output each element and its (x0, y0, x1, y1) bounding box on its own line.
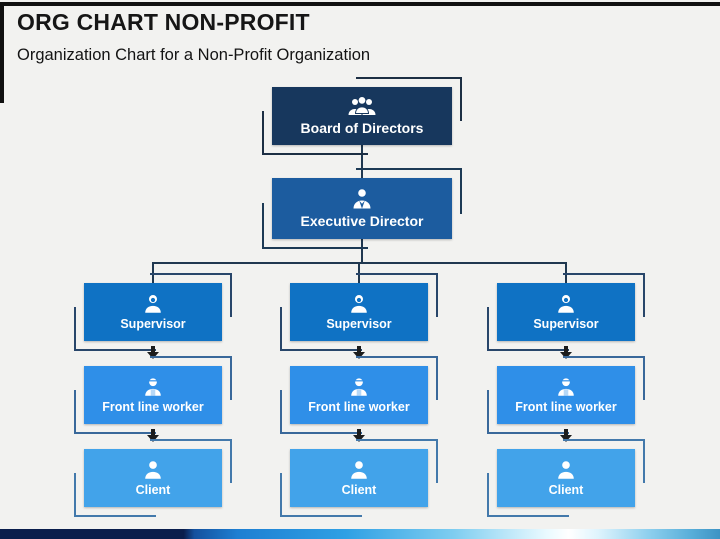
connector-line (152, 262, 154, 283)
node-label: Board of Directors (300, 119, 424, 136)
person-bust-icon (351, 460, 367, 479)
top-edge-bar (0, 2, 720, 6)
person-bust-icon (145, 294, 161, 313)
person-bust-icon (558, 460, 574, 479)
down-arrow-icon (145, 346, 161, 359)
front-line-worker-node: Front line worker (280, 356, 438, 434)
page-title: ORG CHART NON-PROFIT (17, 9, 310, 35)
person-worker-icon (558, 378, 574, 396)
front-line-worker-node: Front line worker (74, 356, 232, 434)
person-bust-icon (351, 294, 367, 313)
node-label: Executive Director (300, 213, 424, 230)
board-of-directors-node: Board of Directors (262, 77, 462, 155)
node-label: Front line worker (102, 399, 204, 414)
client-node: Client (74, 439, 232, 517)
node-label: Client (341, 482, 377, 497)
connector-line (361, 239, 363, 263)
node-label: Supervisor (120, 316, 186, 331)
node-label: Front line worker (308, 399, 410, 414)
footer-accent-bar (0, 529, 720, 539)
executive-director-node: Executive Director (262, 168, 462, 249)
node-label: Supervisor (326, 316, 392, 331)
supervisor-node: Supervisor (487, 273, 645, 351)
node-label: Client (135, 482, 171, 497)
connector-line (565, 262, 567, 283)
person-worker-icon (145, 378, 161, 396)
left-edge-bar (0, 2, 4, 103)
connector-line (361, 145, 363, 178)
person-bust-icon (558, 294, 574, 313)
down-arrow-icon (351, 429, 367, 442)
supervisor-node: Supervisor (74, 273, 232, 351)
node-label: Front line worker (515, 399, 617, 414)
node-label: Supervisor (533, 316, 599, 331)
front-line-worker-node: Front line worker (487, 356, 645, 434)
client-node: Client (487, 439, 645, 517)
people-group-icon (348, 96, 376, 115)
down-arrow-icon (351, 346, 367, 359)
down-arrow-icon (145, 429, 161, 442)
person-tie-icon (353, 189, 371, 209)
page-subtitle: Organization Chart for a Non-Profit Orga… (17, 46, 371, 64)
down-arrow-icon (558, 429, 574, 442)
connector-line (358, 262, 360, 283)
node-label: Client (548, 482, 584, 497)
person-bust-icon (145, 460, 161, 479)
person-worker-icon (351, 378, 367, 396)
supervisor-node: Supervisor (280, 273, 438, 351)
down-arrow-icon (558, 346, 574, 359)
client-node: Client (280, 439, 438, 517)
